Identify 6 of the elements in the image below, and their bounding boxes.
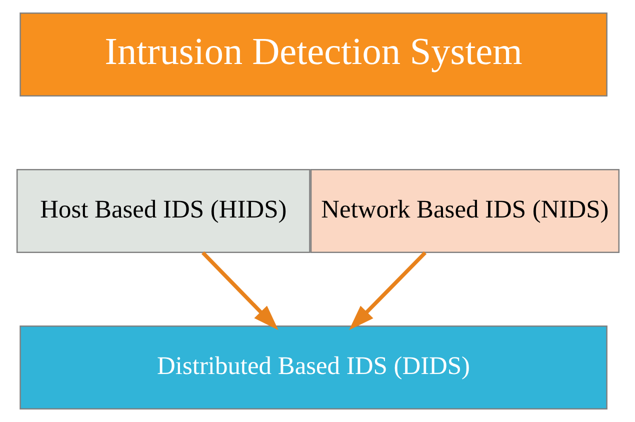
node-box: Distributed Based IDS (DIDS) [19,326,607,410]
arrow [348,251,426,330]
node-box: Intrusion Detection System [19,12,607,96]
node-box: Network Based IDS (NIDS) [310,169,620,253]
node-box: Host Based IDS (HIDS) [16,169,310,253]
arrow [200,251,278,330]
